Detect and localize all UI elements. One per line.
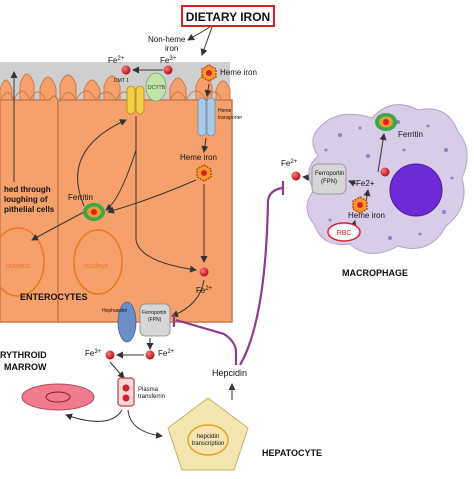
shed-label-1: hed through (4, 185, 51, 194)
heme-transporter-label-2: transporter (218, 115, 243, 121)
hepcidin-label: Hepcidin (212, 368, 247, 378)
hepcidin-inhibition-macrophage (239, 186, 283, 366)
fe2-top-dot (121, 65, 131, 75)
microvilli (0, 62, 231, 105)
plasma-label-2: transferrin (138, 394, 165, 400)
fe2-enterocyte-dot (199, 267, 209, 277)
hepatocyte-nucleus (187, 424, 229, 456)
non-heme-label-2: iron (165, 44, 178, 53)
ferritin-enterocyte-icon (83, 203, 105, 221)
nucleus-left-label: nucleus (6, 263, 31, 270)
heme-transporter (197, 97, 216, 137)
nucleus-right-label: nucleus (84, 263, 109, 270)
fe2-bottom-dot (145, 350, 155, 360)
macrophage-label: MACROPHAGE (342, 268, 408, 278)
heme-iron-mid-label: Heme iron (180, 153, 217, 162)
macrophage-nucleus (389, 163, 443, 217)
nucleus-right (73, 229, 123, 295)
shed-label-2: loughing of (4, 195, 48, 204)
fe2-macrophage-label: Fe2+ (281, 159, 298, 168)
fe2-top-label: Fe2+ (108, 56, 125, 65)
erythroid-marrow-cell (21, 383, 95, 411)
fe3-bottom-dot (105, 350, 115, 360)
hephaestin-label: Hephaestin (102, 308, 128, 314)
fe2-macrophage-dot (291, 171, 301, 181)
dmt1-transporter (126, 85, 145, 115)
ferroportin-label-1: Ferroportin (142, 310, 167, 316)
dmt1-label: DMT 1 (114, 78, 129, 84)
plasma-transferrin-icon (117, 377, 135, 407)
macrophage-fe2-label: Fe2+ (356, 179, 375, 188)
plasma-label-1: Plasma (138, 387, 159, 393)
shed-label-3: pithelial cells (4, 205, 55, 214)
rbc-cell (327, 222, 361, 242)
erythroid-label-1: RYTHROID (0, 350, 47, 360)
heme-iron-top-label: Heme iron (220, 68, 257, 77)
enterocytes-label: ENTEROCYTES (20, 292, 88, 302)
dietary-iron-box (181, 5, 275, 27)
hephaestin (117, 301, 137, 343)
fe3-top-dot (163, 65, 173, 75)
ferroportin-macrophage (311, 163, 347, 195)
dcytb-enzyme (145, 72, 167, 102)
fe3-top-label: Fe3+ (160, 56, 177, 65)
macrophage-fpn-label-2: (FPN) (321, 179, 337, 185)
dcytb-label: DCYTB (148, 85, 166, 91)
heme-iron-mid-icon (196, 164, 212, 182)
rbc-label: RBC (337, 230, 352, 237)
hepcidin-transcription-1: hepcidin (197, 434, 219, 440)
nucleus-left (0, 227, 45, 297)
dietary-iron-title: DIETARY IRON (186, 10, 270, 24)
macrophage-fpn-label-1: Ferroportin (315, 171, 344, 177)
heme-iron-macrophage-label: Heme iron (348, 211, 385, 220)
heme-transporter-label-1: Heme (218, 108, 232, 114)
ferritin-macrophage-icon (375, 113, 397, 131)
hepcidin-inhibition-fpn (175, 318, 238, 365)
erythroid-label-2: MARROW (4, 362, 47, 372)
fe2-bottom-label: Fe2+ (158, 349, 175, 358)
macrophage-fe2-dot (380, 167, 390, 177)
ferritin-macrophage-label: Ferritin (398, 130, 423, 139)
enterocyte-right (57, 99, 233, 323)
ferroportin-label-2: (FPN) (148, 317, 162, 323)
fe3-bottom-label: Fe3+ (85, 349, 102, 358)
hepatocyte-label: HEPATOCYTE (262, 448, 322, 458)
hepatocyte-cell (167, 397, 249, 471)
ferroportin-enterocyte (139, 303, 171, 337)
heme-iron-top-icon (201, 64, 217, 82)
non-heme-label-1: Non-heme (148, 35, 186, 44)
heme-iron-macrophage-icon (352, 196, 368, 214)
ferritin-enterocyte-label: Ferritin (68, 193, 93, 202)
hepcidin-transcription-2: transcription (192, 441, 225, 447)
